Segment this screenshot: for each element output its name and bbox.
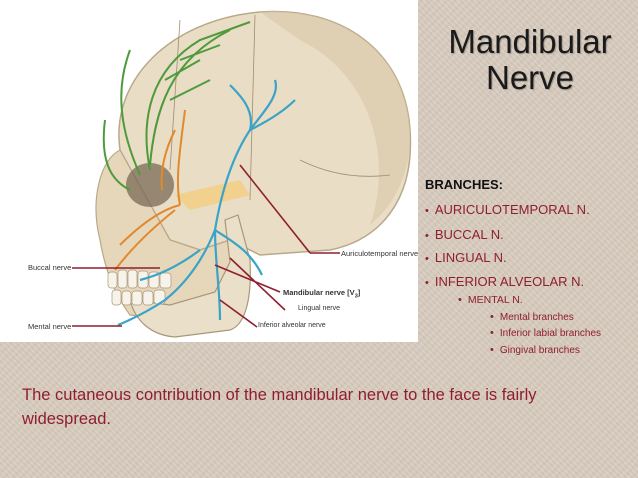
branch-inferior-alveolar: • INFERIOR ALVEOLAR N. <box>425 274 584 289</box>
auriculotemporal-label: Auriculotemporal nerve <box>341 249 418 258</box>
inferior-alveolar-label: Inferior alveolar nerve <box>258 322 326 329</box>
mandibular-label-sub: 3 <box>354 293 358 300</box>
mandibular-nerves <box>117 79 296 327</box>
title-line-2: Nerve <box>485 59 575 96</box>
mental-label: Mental nerve <box>28 322 72 331</box>
mental-sub-branch: • Mental branches <box>490 311 574 323</box>
mental-sub-branch: • Inferior labial branches <box>490 327 601 339</box>
branch-label: LINGUAL N. <box>434 250 507 265</box>
slide-title: Mandibular Nerve <box>424 24 636 96</box>
branch-label: AURICULOTEMPORAL N. <box>434 202 590 217</box>
branch-label: MENTAL N. <box>467 294 523 306</box>
skull-illustration: Auriculotemporal nerve Buccal nerve Mand… <box>0 0 418 342</box>
zygomatic-arch <box>175 180 250 210</box>
skull-drawing <box>72 10 412 338</box>
bullet-icon: • <box>490 327 494 339</box>
bullet-icon: • <box>425 253 429 265</box>
branch-label: INFERIOR ALVEOLAR N. <box>434 274 585 289</box>
bullet-icon: • <box>490 344 494 356</box>
sub-branch-label: Inferior labial branches <box>499 328 602 339</box>
branch-lingual: • LINGUAL N. <box>425 250 507 265</box>
bullet-icon: • <box>458 294 462 306</box>
bullet-icon: • <box>425 205 429 217</box>
ophthalmic-nerves <box>102 21 251 191</box>
slide-caption: The cutaneous contribution of the mandib… <box>22 386 537 428</box>
lingual-label: Lingual nerve <box>298 305 341 312</box>
mental-sub-branch: • Gingival branches <box>490 344 580 356</box>
maxillary-nerves <box>114 109 186 271</box>
bullet-icon: • <box>490 311 494 323</box>
mandibular-label: Mandibular nerve [V3] <box>283 288 360 300</box>
branch-label: BUCCAL N. <box>434 227 504 242</box>
sub-branch-label: Gingival branches <box>499 345 580 356</box>
branches-heading: BRANCHES: <box>425 177 503 192</box>
bullet-icon: • <box>425 230 429 242</box>
branch-mental: • MENTAL N. <box>458 294 523 306</box>
title-line-1: Mandibular <box>448 23 612 60</box>
buccal-label: Buccal nerve <box>28 263 72 272</box>
leader-lines <box>72 164 340 328</box>
mandibular-label-text: Mandibular nerve [V <box>283 288 355 297</box>
branch-auriculotemporal: • AURICULOTEMPORAL N. <box>425 202 590 217</box>
mandibular-label-end: ] <box>357 288 361 297</box>
branch-buccal: • BUCCAL N. <box>425 227 504 242</box>
sub-branch-label: Mental branches <box>499 312 574 323</box>
bullet-icon: • <box>425 277 429 289</box>
